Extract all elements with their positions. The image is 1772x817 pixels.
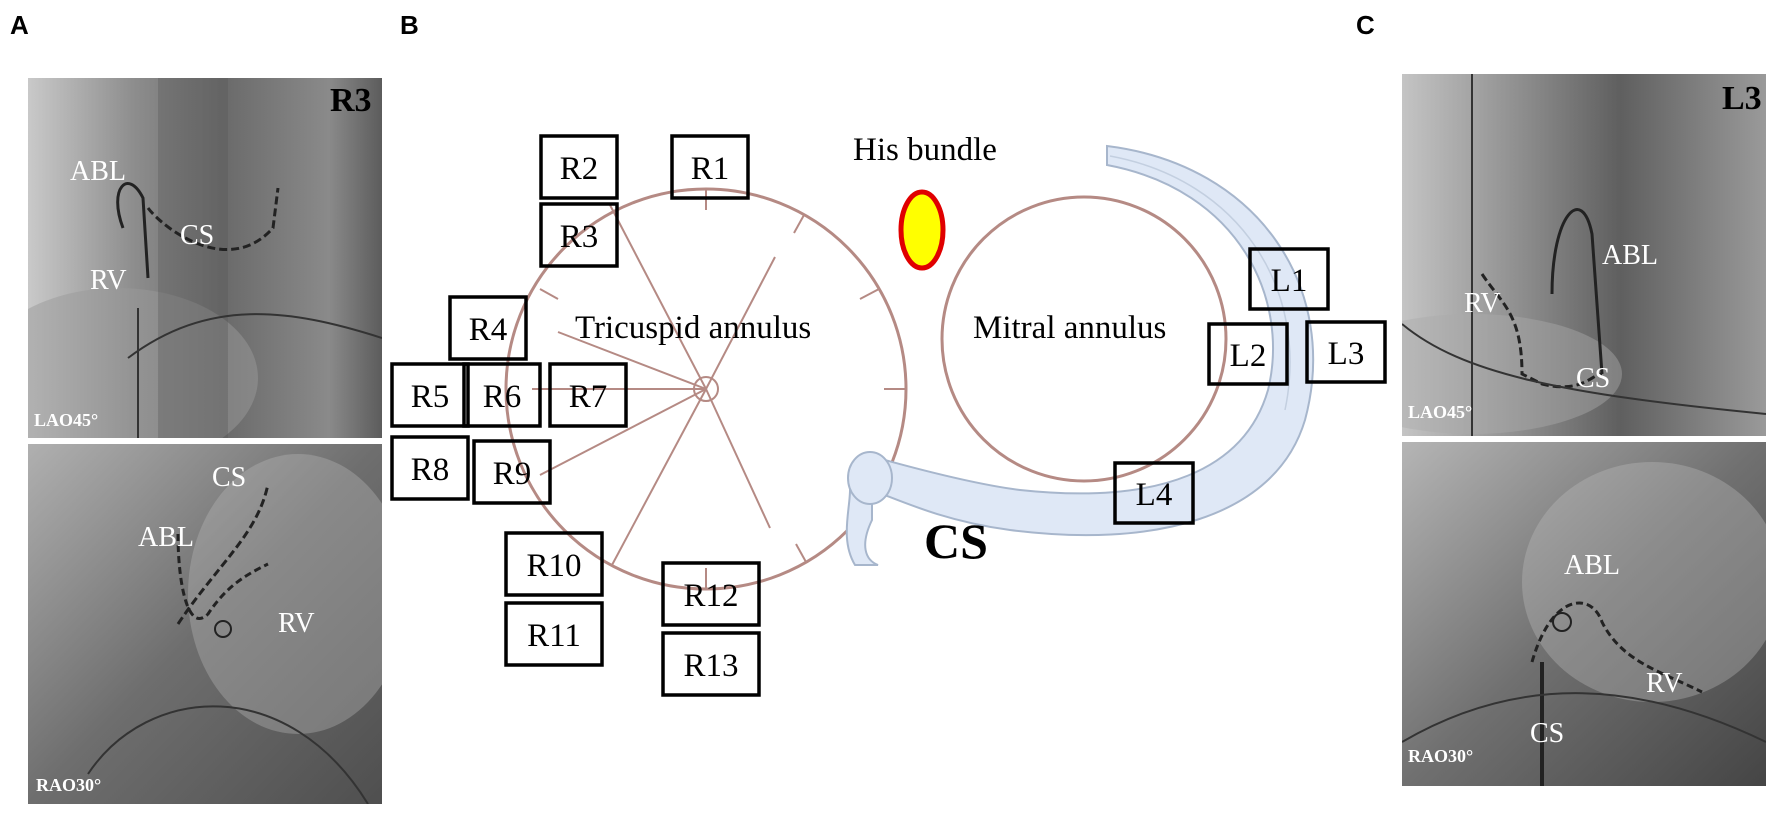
rv-label: RV [1646,668,1683,699]
tricuspid-annulus [504,187,908,591]
fluoro-image-a-lao [28,78,382,438]
site-label-r9: R9 [493,456,532,492]
site-box-r13 [661,631,761,697]
site-box-r12 [661,561,761,627]
site-box-r6 [462,362,542,428]
site-label-r10: R10 [526,548,581,584]
site-label-l4: L4 [1136,477,1173,513]
view-label: LAO45° [1408,402,1473,422]
site-label-r8: R8 [411,452,450,488]
site-label-r11: R11 [527,618,581,654]
coronary-sinus [845,144,1315,566]
site-label-r13: R13 [683,648,738,684]
site-label-r1: R1 [691,151,730,187]
tricuspid-annulus-label: Tricuspid annulus [575,310,811,346]
mitral-annulus-label: Mitral annulus [973,310,1166,346]
view-label: RAO30° [36,775,102,795]
view-label: RAO30° [1408,746,1474,766]
cs-label: CS [924,513,988,569]
site-box-r9 [472,439,552,505]
site-box-r3 [539,202,619,268]
fluoro-image-a-rao [28,444,382,804]
site-label-r7: R7 [569,379,608,415]
his-bundle-marker [898,189,946,271]
site-box-l1 [1248,247,1330,311]
site-label-l1: L1 [1271,263,1308,299]
abl-label: ABL [70,156,126,187]
abl-label: ABL [138,522,194,553]
cs-label: CS [180,220,215,251]
view-label: LAO45° [34,410,99,430]
panel-letter-a: A [10,10,29,40]
image-badge: L3 [1722,80,1762,117]
rv-label: RV [90,265,127,296]
cs-label: CS [212,462,247,493]
site-label-l2: L2 [1230,338,1267,374]
mitral-annulus [940,195,1228,483]
site-label-r3: R3 [560,219,599,255]
panel-letter-b: B [400,10,419,40]
abl-label: ABL [1564,550,1620,581]
site-label-r5: R5 [411,379,450,415]
site-box-r5 [390,362,470,428]
panel-letter-c: C [1356,10,1375,40]
fluoro-image-c-lao [1402,74,1766,436]
site-box-r8 [390,435,470,501]
site-box-r1 [670,134,750,200]
site-label-r12: R12 [683,578,738,614]
site-box-r4 [448,295,528,361]
site-box-r7 [548,362,628,428]
site-label-r2: R2 [560,151,599,187]
rv-label: RV [1464,288,1501,319]
site-box-l4 [1113,461,1195,525]
site-box-r11 [504,601,604,667]
cs-label: CS [1530,718,1565,749]
image-badge: R3 [330,82,372,119]
his-bundle-label: His bundle [853,132,997,168]
rv-label: RV [278,608,315,639]
site-label-r4: R4 [469,312,508,348]
abl-label: ABL [1602,240,1658,271]
cs-label: CS [1576,363,1611,394]
site-label-r6: R6 [483,379,522,415]
site-box-r10 [504,531,604,597]
site-box-r2 [539,134,619,200]
site-box-l2 [1207,322,1289,386]
site-box-l3 [1305,320,1387,384]
fluoro-image-c-rao [1402,442,1766,786]
site-label-l3: L3 [1328,336,1365,372]
